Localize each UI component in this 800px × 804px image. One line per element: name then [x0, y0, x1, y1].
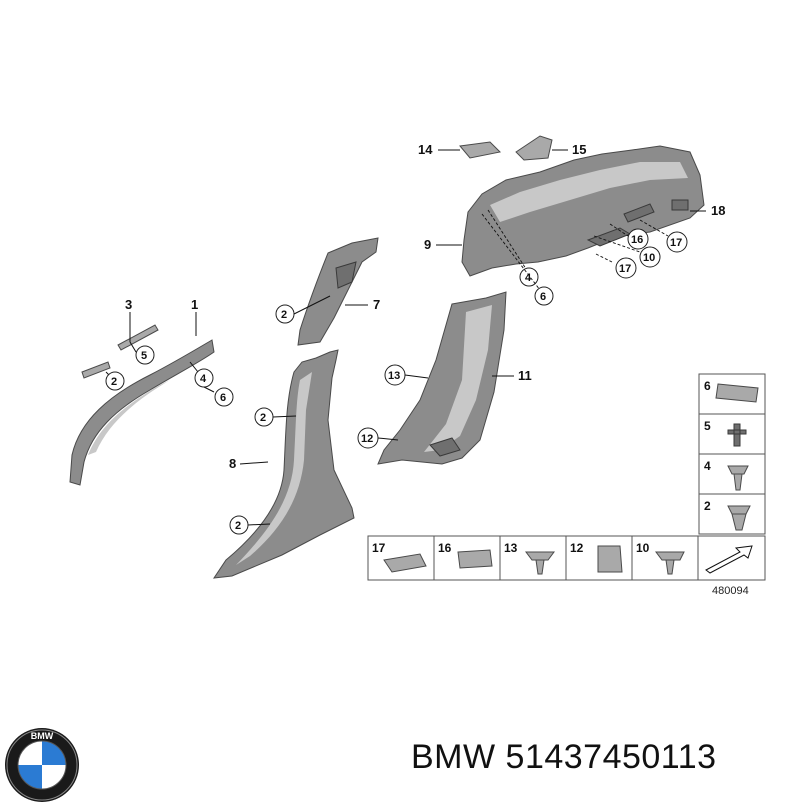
legend-bottom-row: 17 16 13 12 10	[367, 535, 766, 581]
callout-4b: 4	[487, 209, 539, 287]
callout-3: 3	[125, 297, 132, 312]
callout-label-17b: 17	[619, 263, 631, 275]
callout-16: 16	[609, 223, 649, 250]
callout-13: 13	[384, 364, 429, 386]
callout-label-12: 12	[361, 433, 373, 445]
screw-5-icon	[727, 423, 747, 447]
callout-label-11: 11	[518, 368, 532, 383]
callout-label-10: 10	[643, 252, 655, 264]
part-11-c-pillar-trim	[377, 291, 507, 465]
legend-label-10: 10	[636, 541, 650, 555]
callout-label-3: 3	[125, 297, 132, 312]
callout-1: 1	[191, 297, 198, 336]
part-7-b-pillar-upper	[297, 237, 379, 346]
callout-label-2b: 2	[281, 309, 287, 321]
callout-18: 18	[690, 203, 725, 218]
part-3-bracket	[81, 312, 159, 379]
callout-6b: 6	[481, 213, 554, 306]
arrow-icon	[705, 545, 753, 574]
callout-label-6b: 6	[540, 291, 546, 303]
callout-label-13: 13	[388, 370, 400, 382]
clip-10-icon	[655, 551, 685, 575]
callout-7: 7	[345, 297, 380, 312]
callout-label-14: 14	[418, 142, 433, 157]
callout-label-16: 16	[631, 234, 643, 246]
bmw-logo-icon: BMW	[5, 728, 79, 802]
callout-label-1: 1	[191, 297, 198, 312]
callout-2a: 2	[105, 371, 125, 391]
callout-14: 14	[418, 141, 502, 159]
callout-10: 10	[593, 235, 661, 268]
clip-12-icon	[597, 545, 623, 573]
legend-label-13: 13	[504, 541, 518, 555]
legend-label-4: 4	[704, 459, 711, 473]
callout-label-17a: 17	[670, 237, 682, 249]
logo-lettering: BMW	[31, 731, 54, 741]
clip-2-icon	[727, 505, 751, 531]
callout-4a: 4	[189, 361, 214, 388]
callout-5: 5	[129, 341, 155, 365]
callout-label-4b: 4	[525, 272, 532, 284]
reference-number: 480094	[712, 585, 749, 597]
callout-label-2a: 2	[111, 376, 117, 388]
callout-2d: 2	[229, 515, 271, 535]
part-number-caption: BMW 51437450113	[411, 738, 717, 776]
callout-label-18: 18	[711, 203, 725, 218]
callout-label-2c: 2	[260, 412, 266, 424]
legend-label-5: 5	[704, 419, 711, 433]
legend-right-column: 6 5 4 2	[698, 373, 766, 535]
callout-8: 8	[229, 456, 269, 471]
clip-13-icon	[525, 551, 555, 575]
legend-label-12: 12	[570, 541, 584, 555]
part-1-a-pillar-trim	[69, 339, 215, 486]
part-9-trunk-side-panel	[461, 145, 705, 277]
callout-label-9: 9	[424, 237, 431, 252]
callout-label-5: 5	[141, 350, 147, 362]
callout-2c: 2	[254, 407, 297, 427]
callout-label-2d: 2	[235, 520, 241, 532]
legend-label-16: 16	[438, 541, 452, 555]
callout-label-6a: 6	[220, 392, 226, 404]
clip-4-icon	[727, 465, 749, 491]
callout-17b: 17	[595, 253, 637, 279]
callout-11: 11	[492, 368, 532, 383]
legend-label-17: 17	[372, 541, 386, 555]
legend-label-6: 6	[704, 379, 711, 393]
clip-6-icon	[715, 383, 759, 403]
callout-9: 9	[424, 237, 462, 252]
legend-label-2: 2	[704, 499, 711, 513]
callout-12: 12	[357, 427, 399, 449]
callout-label-15: 15	[572, 142, 586, 157]
callout-label-7: 7	[373, 297, 380, 312]
callout-17a: 17	[639, 219, 688, 253]
callout-15: 15	[515, 135, 586, 161]
brand-footer: BMW BMW 51437450113	[0, 712, 800, 802]
callout-label-8: 8	[229, 456, 236, 471]
part-8-b-pillar-lower	[212, 349, 355, 579]
callout-2b: 2	[275, 295, 331, 324]
callout-6a: 6	[203, 386, 234, 407]
clip-16-icon	[457, 549, 493, 569]
callout-label-4a: 4	[200, 373, 207, 385]
clip-17-icon	[383, 553, 427, 573]
